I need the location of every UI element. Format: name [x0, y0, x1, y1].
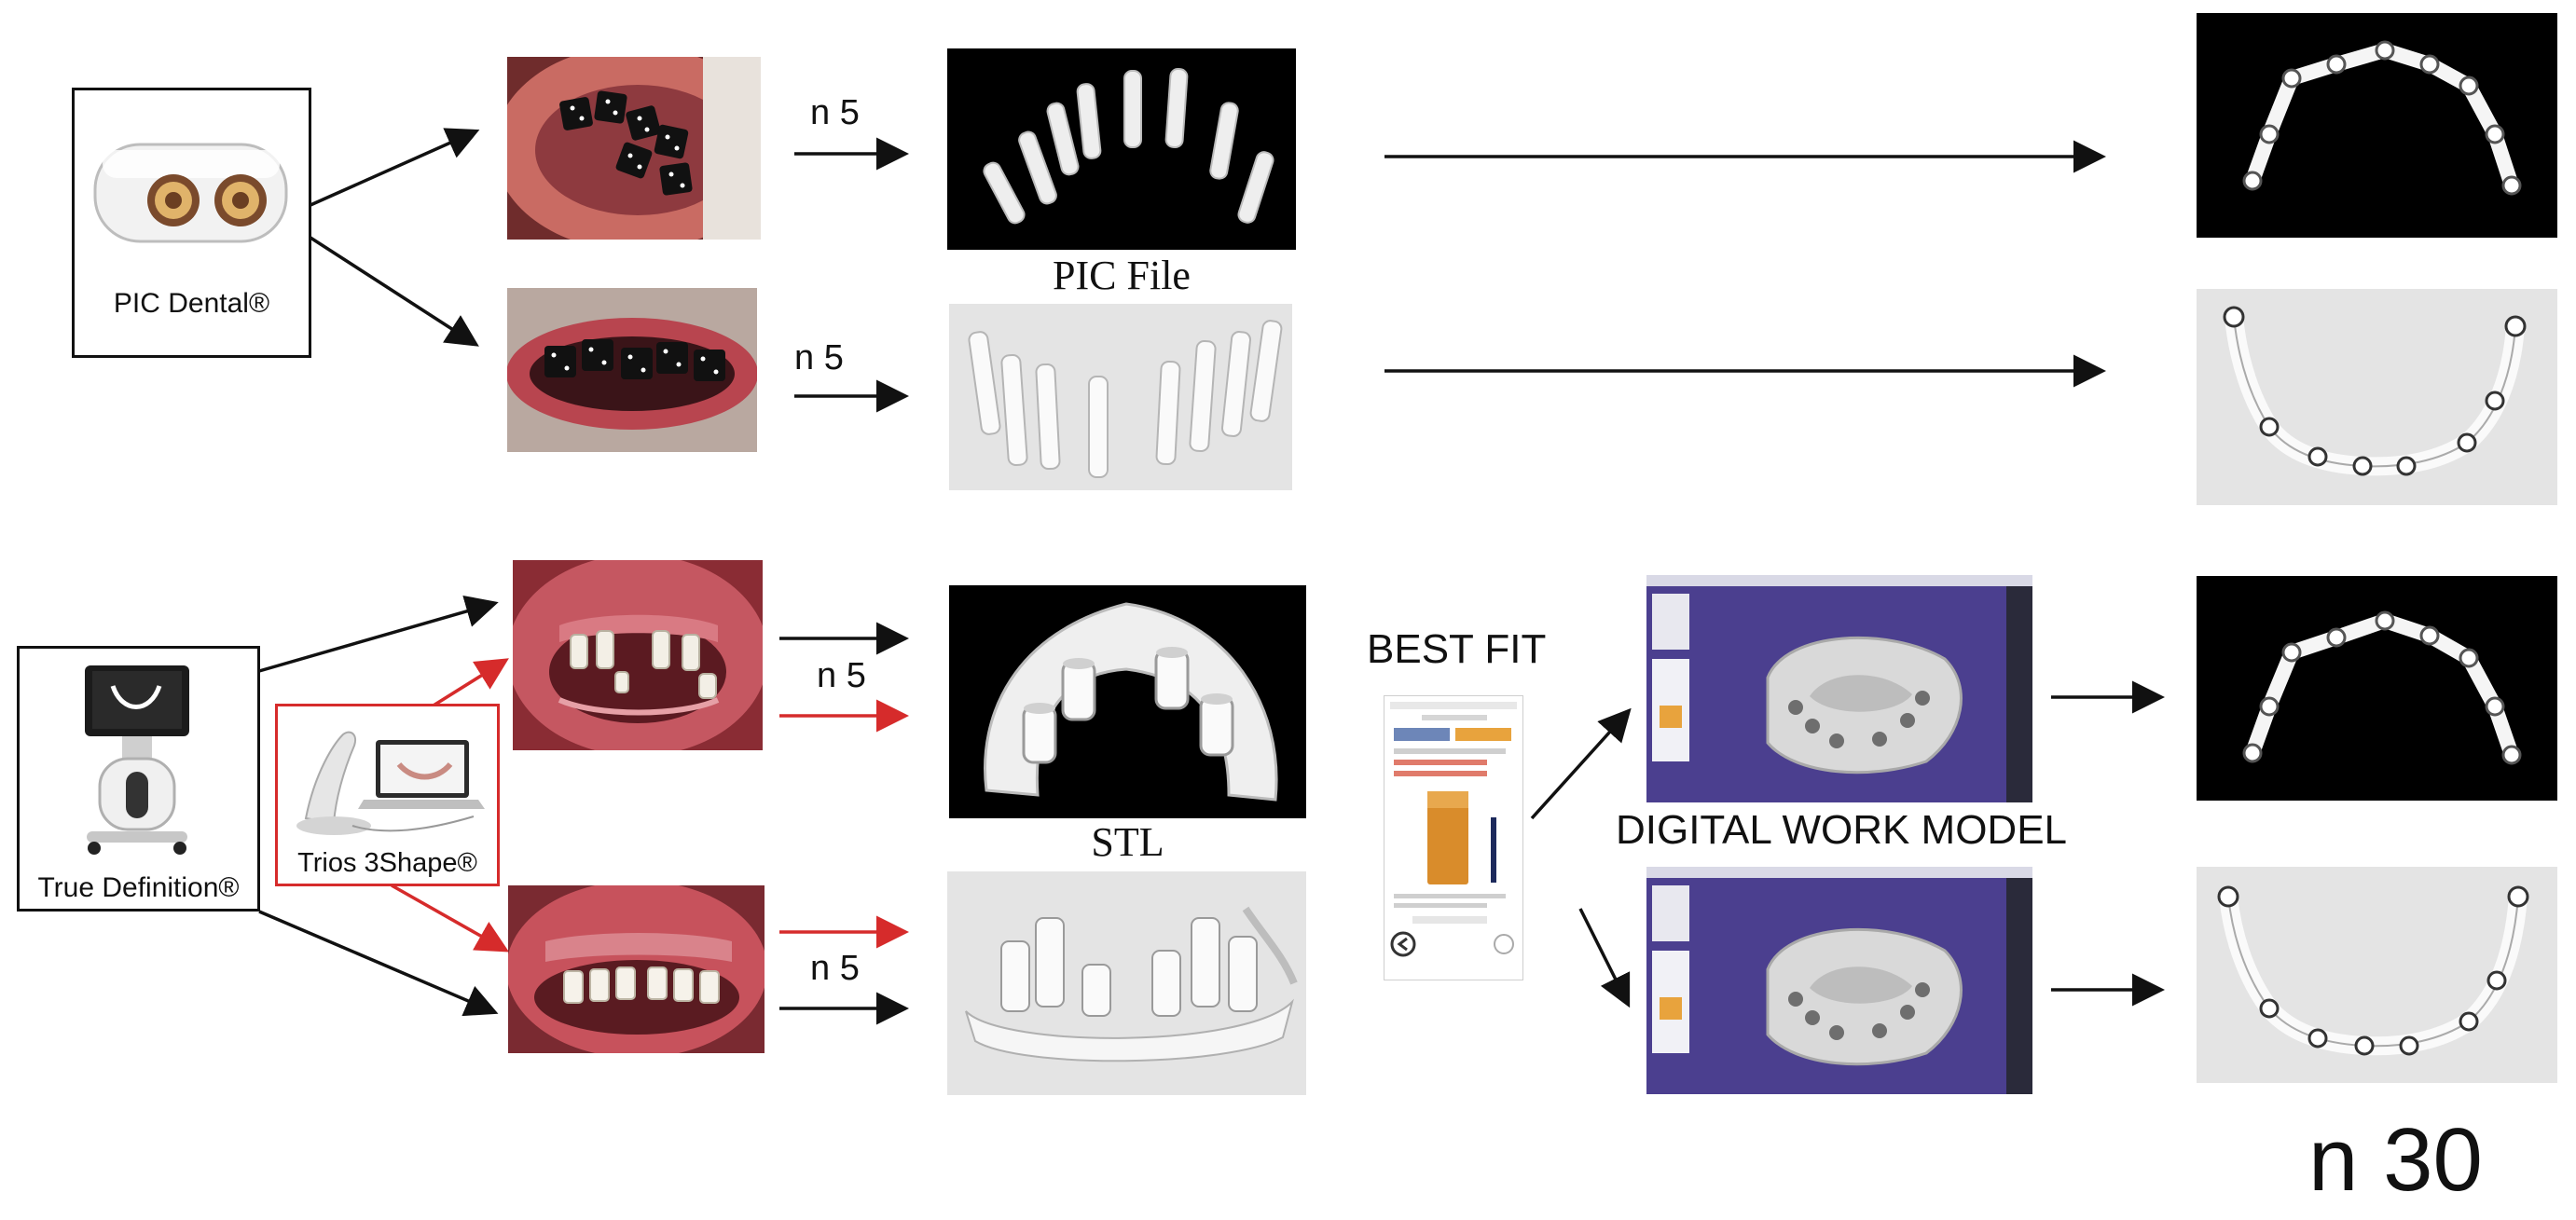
n5-label-stl-bottom: n 5 [810, 949, 860, 988]
true-definition-label: True Definition® [37, 872, 240, 903]
arrow-trios-to-photo-bottom [391, 884, 510, 953]
pic-camera-icon [93, 143, 288, 243]
pic-file-render-grey [949, 304, 1292, 490]
result-bar-grey-1 [2197, 289, 2557, 505]
photo-mouth-pic-markers-bottom [507, 288, 757, 452]
n5-label-pic-bottom: n 5 [794, 338, 844, 377]
pic-file-render-black [947, 48, 1296, 250]
pic-dental-device-box: PIC Dental® [72, 88, 311, 358]
pic-dental-label: PIC Dental® [113, 288, 270, 319]
result-bar-grey-2 [2197, 867, 2557, 1083]
photo-mouth-pic-markers-top [507, 57, 761, 240]
arrow-td-to-photo-top [258, 595, 499, 673]
n30-label: n 30 [2308, 1110, 2483, 1210]
arrow-bestfit-to-model-bottom [1578, 908, 1631, 1008]
digital-work-model-caption: DIGITAL WORK MODEL [1615, 807, 2068, 853]
photo-mouth-abutments-bottom [508, 885, 765, 1053]
arrow-bestfit-to-model-top [1530, 707, 1632, 820]
stl-render-black [949, 585, 1306, 818]
arrow-trios-to-photo-top [428, 658, 509, 710]
trios-3shape-device-box: Trios 3Shape® [275, 704, 500, 886]
digital-model-scan-bottom [1646, 867, 2032, 1094]
best-fit-software-panel [1384, 695, 1523, 980]
true-definition-cart-icon [85, 665, 189, 855]
trios-label: Trios 3Shape® [297, 848, 477, 878]
arrow-td-to-photo-bottom [258, 910, 499, 1017]
true-definition-device-box: True Definition® [17, 646, 260, 912]
result-bar-black-2 [2197, 576, 2557, 801]
trios-scanner-laptop-icon [296, 731, 485, 835]
result-bar-black-1 [2197, 13, 2557, 238]
arrow-pic-to-photo-bottom [310, 236, 479, 347]
n5-label-stl-top: n 5 [817, 656, 866, 695]
photo-mouth-abutments-top [513, 560, 763, 750]
best-fit-label: BEST FIT [1367, 626, 1547, 672]
arrow-pic-to-photo-top [310, 128, 480, 207]
stl-caption: STL [1091, 819, 1164, 865]
stl-render-grey [947, 871, 1306, 1095]
n5-label-pic-top: n 5 [810, 93, 860, 132]
pic-file-caption: PIC File [1053, 253, 1191, 298]
digital-model-scan-top [1646, 575, 2032, 802]
